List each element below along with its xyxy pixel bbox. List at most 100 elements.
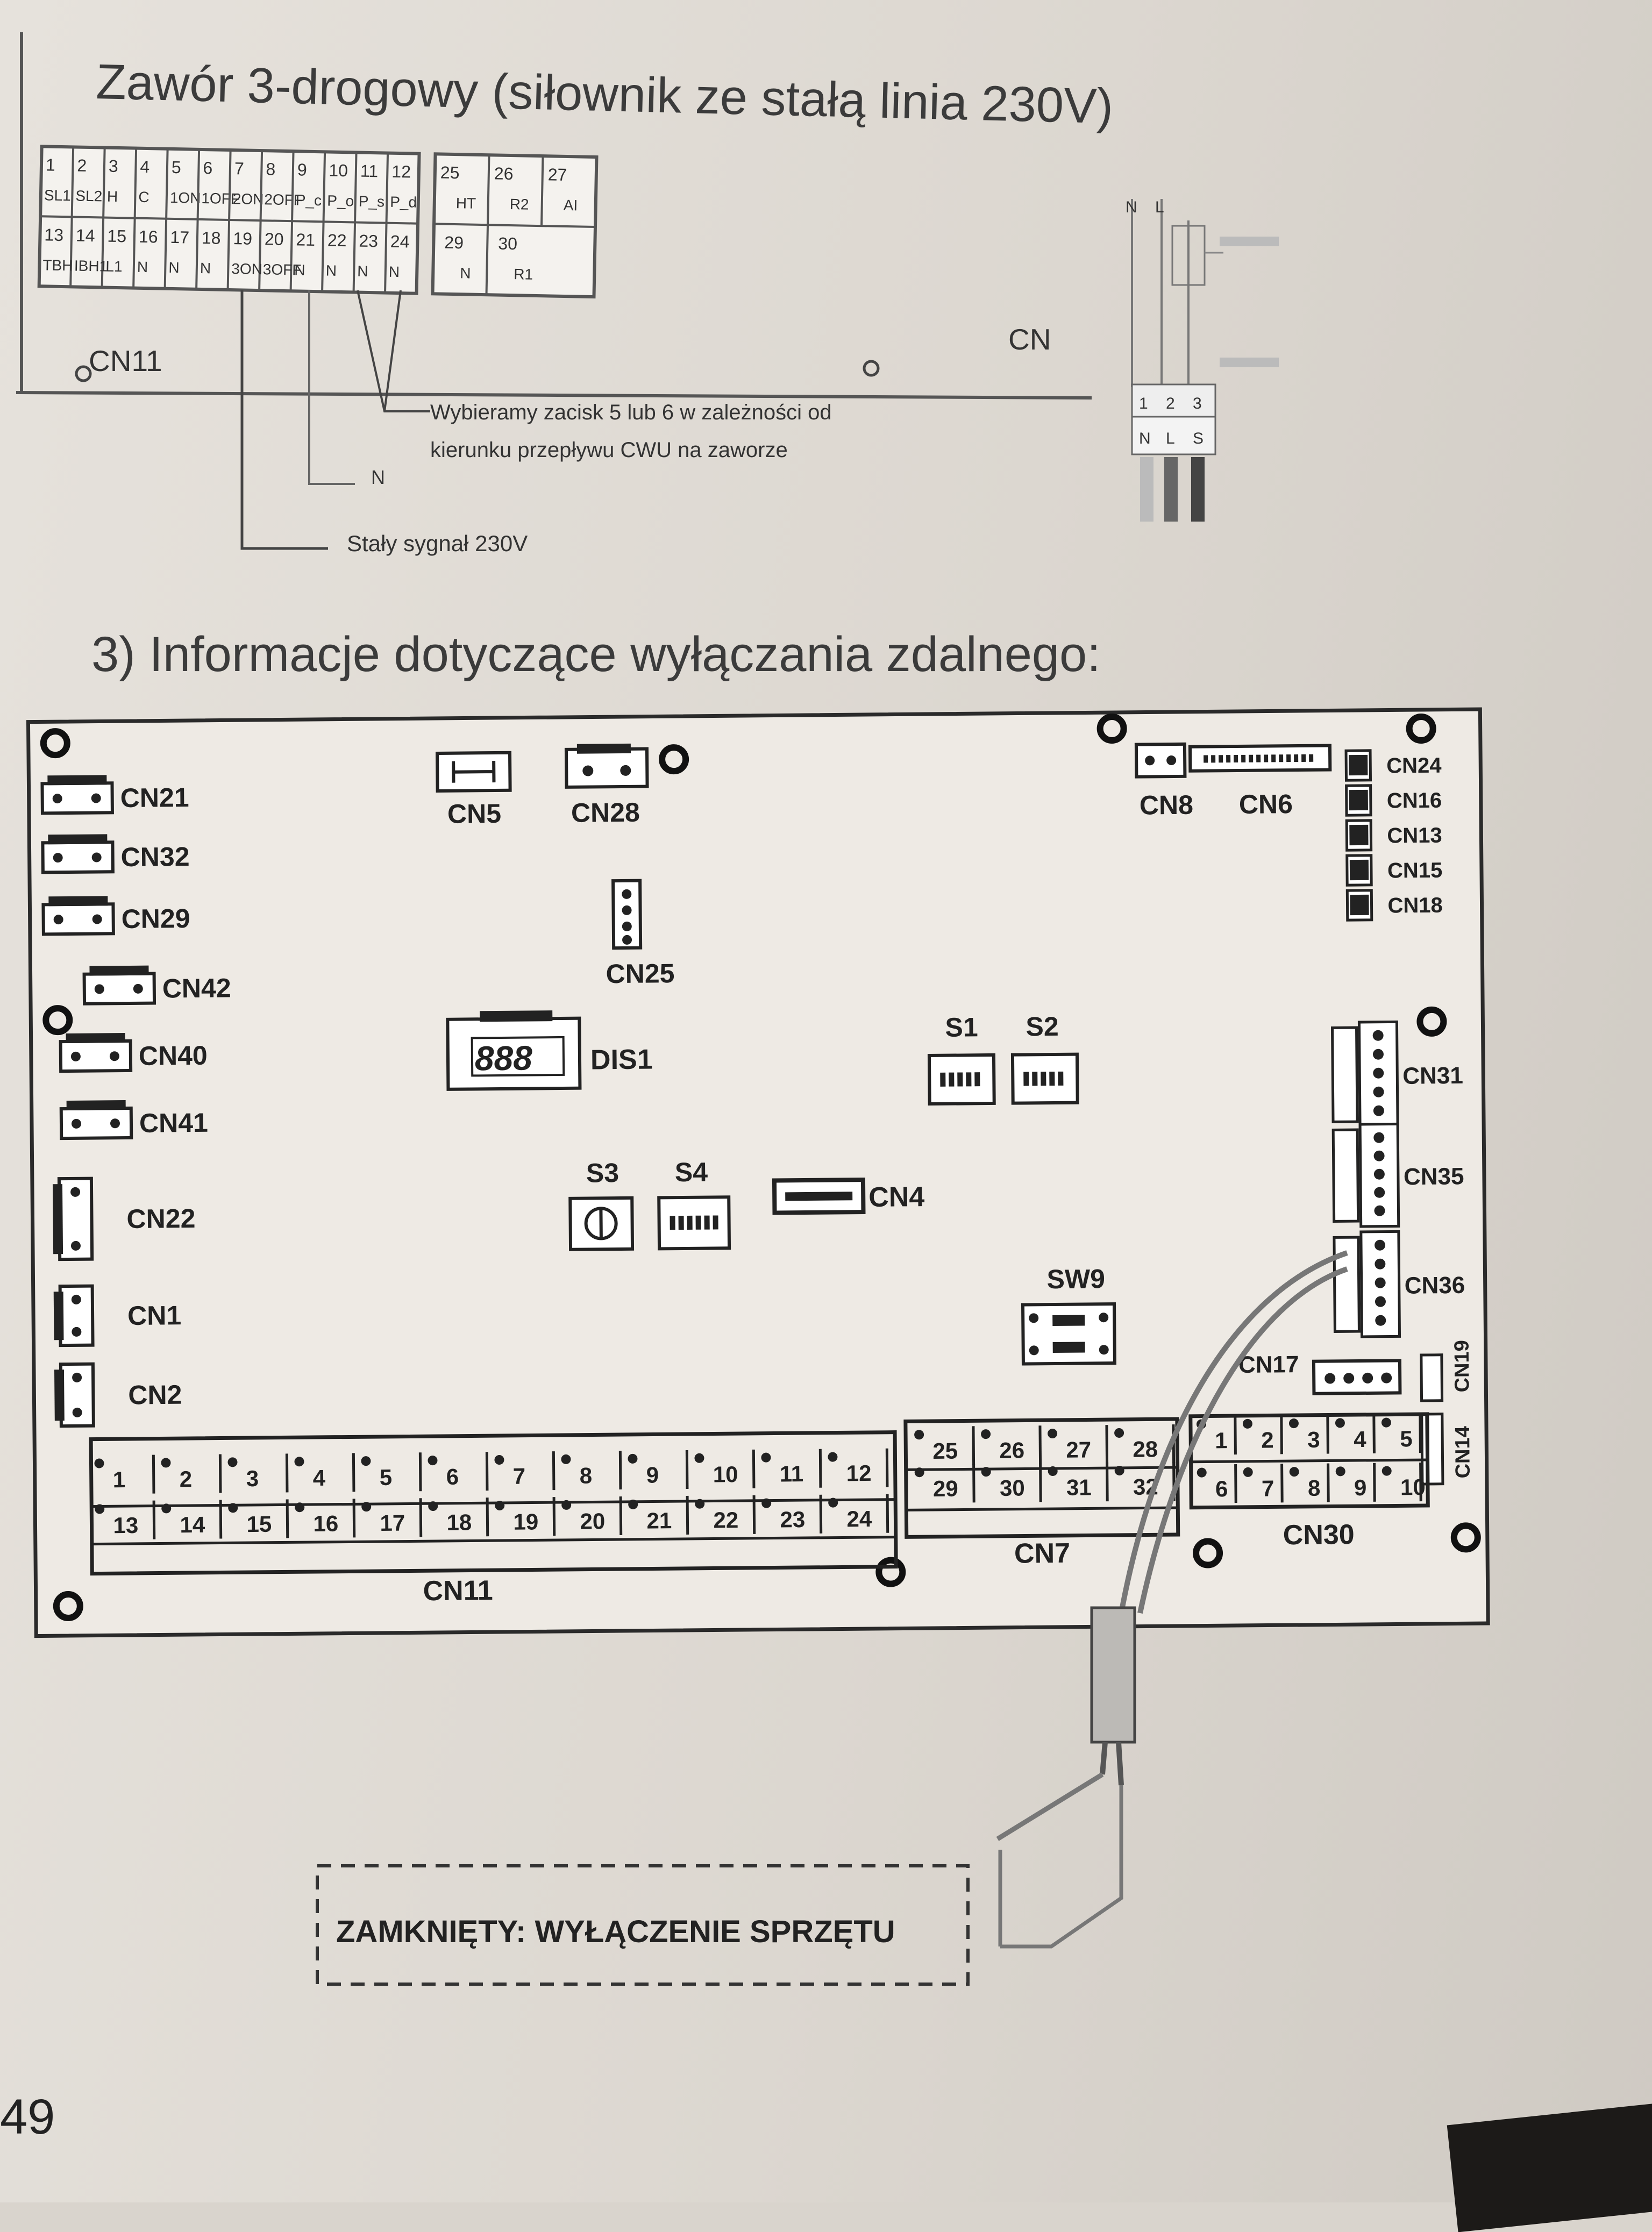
dis1-label: DIS1 [590,1044,653,1075]
connector-pin [1375,1259,1385,1270]
connector-housing [1334,1237,1359,1331]
terminal-number: 9 [646,1462,659,1487]
terminal-label: N [294,261,305,278]
connector-housing [1333,1130,1358,1221]
terminal-divider [487,1497,488,1536]
connector-pin [1373,1132,1384,1143]
terminal-label: 3ON [231,260,262,277]
svg-text:L: L [1166,430,1175,447]
terminal-number: 1 [46,155,55,174]
top-board-edge [16,393,1092,398]
terminal-label: SL2 [75,187,102,204]
terminal-screw [828,1498,838,1508]
terminal-screw [1289,1418,1299,1428]
terminal-number: 19 [513,1509,538,1534]
terminal-number: 23 [359,231,378,251]
terminal-number: 17 [170,227,189,247]
connector-pin [72,1373,82,1382]
terminal-divider [887,1494,888,1533]
terminal-number: 14 [180,1512,205,1537]
terminal-number: 2 [1261,1427,1274,1452]
terminal-number: 29 [444,233,464,253]
connector-pin [1374,1187,1385,1198]
terminal-number: 25 [440,163,460,183]
terminal-number: 4 [140,157,149,176]
terminal-divider [687,1496,688,1535]
terminal-number: 15 [246,1511,272,1537]
note-terminal-line2: kierunku przepływu CWU na zaworze [430,438,788,462]
connector-pin [70,1187,80,1197]
terminal-number: 25 [932,1438,958,1464]
connector-pin [72,1119,81,1129]
connector-pin [72,1295,81,1304]
terminal-screw [95,1504,104,1514]
connector-label: CN1 [127,1300,182,1331]
connector-label: CN32 [120,842,189,872]
terminal-screw [1048,1429,1057,1438]
connector-pin [73,1408,82,1417]
terminal-screw [1114,1428,1124,1438]
connector-pin [1325,1373,1335,1384]
svg-text:3: 3 [1193,395,1202,412]
terminal-number: 14 [76,226,95,246]
terminal-number: 30 [498,234,517,254]
terminal-number: 24 [846,1506,872,1531]
terminal-label: N [389,263,400,280]
terminal-divider [353,1453,354,1492]
terminal-screw [1382,1418,1391,1428]
connector-label: CN40 [139,1040,208,1071]
connector-latch [89,966,148,976]
terminal-number: 21 [296,230,315,249]
terminal-screw [228,1503,238,1513]
terminal-screw [1243,1419,1252,1429]
terminal-number: 17 [380,1510,405,1536]
terminal-divider [1282,1464,1283,1502]
terminal-label: TBH [42,256,73,274]
terminal-screw [1048,1466,1058,1476]
terminal-divider [220,1500,221,1539]
terminal-label: L1 [105,258,123,275]
connector-pin [1375,1296,1386,1307]
terminal-number: 6 [1215,1476,1228,1501]
connector-pin [1375,1278,1386,1288]
terminal-screw [1382,1466,1392,1476]
terminal-screw [1197,1468,1207,1478]
connector-label: CN13 [1387,824,1442,848]
connector-label: CN35 [1404,1163,1464,1190]
connector-pin [1373,1068,1384,1079]
terminal-screw [561,1454,571,1464]
svg-text:CN4: CN4 [868,1181,925,1213]
terminal-number: 15 [107,226,126,246]
terminal-number: 7 [1262,1475,1274,1501]
terminal-number: 8 [580,1463,593,1488]
terminal-screw [361,1456,371,1466]
connector-pin [1374,1151,1385,1161]
terminal-number: 7 [513,1464,526,1489]
svg-text:N: N [1139,430,1151,447]
connector-pin [53,853,63,862]
connector-housing [1422,1414,1443,1484]
svg-text:S1: S1 [945,1012,978,1043]
svg-text:S3: S3 [586,1158,620,1188]
terminal-divider [1328,1464,1329,1502]
terminal-number: 3 [109,156,118,176]
terminal-number: 30 [1000,1475,1025,1500]
terminal-label: N [460,265,471,281]
terminal-number: 6 [446,1464,459,1489]
terminal-screw [1115,1466,1124,1475]
terminal-screw [628,1500,638,1509]
connector-pin [110,1118,120,1128]
connector-latch [48,896,108,906]
terminal-screw [1290,1467,1299,1477]
terminal-number: 18 [446,1509,472,1535]
connector-latch [53,1184,63,1254]
terminal-screw [1243,1467,1253,1477]
terminal-number: 20 [580,1508,605,1534]
cn5-label: CN5 [447,798,502,829]
terminal-divider [1040,1425,1041,1464]
connector-body [1349,755,1368,775]
connector-pin [110,1051,119,1061]
connector-label: CN17 [1238,1351,1299,1378]
